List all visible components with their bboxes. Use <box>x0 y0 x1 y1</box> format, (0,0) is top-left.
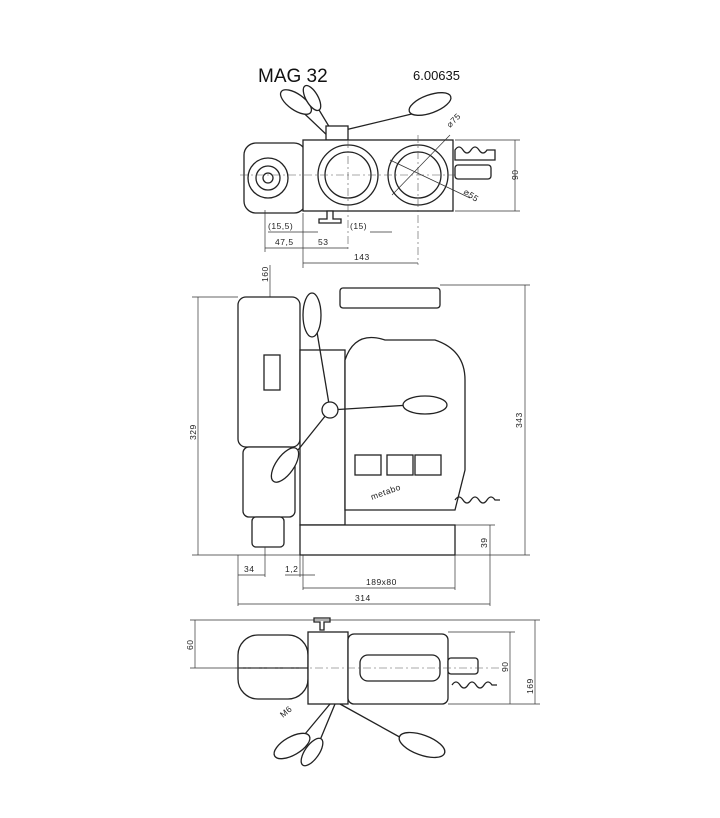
article-number: 6.00635 <box>413 68 460 83</box>
side-view: 160 metabo 329 343 39 <box>188 265 530 606</box>
slide-column <box>299 349 346 526</box>
dim-offset-15-5: (15,5) <box>268 221 293 231</box>
dim-189x80: 189x80 <box>366 577 397 587</box>
top-view: ⌀75 ⌀55 90 (15,5) (15) 47,5 53 143 <box>240 84 520 268</box>
dim-143: 143 <box>354 252 370 262</box>
dim-60: 60 <box>185 640 195 650</box>
motor-head <box>243 142 307 214</box>
feed-handle-side <box>270 292 448 483</box>
motor-top <box>237 634 309 700</box>
carry-handle <box>339 287 441 309</box>
dim-dia-55: ⌀55 <box>462 186 481 203</box>
gear-housing <box>344 336 466 511</box>
dim-dia-75: ⌀75 <box>444 111 462 129</box>
drill-chuck <box>251 516 285 548</box>
dim-160: 160 <box>260 266 270 282</box>
dim-314: 314 <box>355 593 371 603</box>
dim-m6: M6 <box>278 704 294 720</box>
dim-34: 34 <box>244 564 254 574</box>
dim-47-5: 47,5 <box>275 237 294 247</box>
body-top <box>347 633 449 705</box>
bottom-view: M6 60 90 169 <box>185 617 540 767</box>
dim-90-bottom: 90 <box>500 662 510 672</box>
motor-housing <box>237 296 301 448</box>
dim-343: 343 <box>514 412 524 428</box>
dim-329: 329 <box>188 424 198 440</box>
magnet-base <box>299 524 456 556</box>
feed-handles-bottom <box>273 703 446 767</box>
dim-169: 169 <box>525 678 535 694</box>
model-title: MAG 32 <box>258 66 328 87</box>
dim-top-height: 90 <box>510 170 520 180</box>
dim-offset-15: (15) <box>350 221 367 231</box>
dim-39: 39 <box>479 538 489 548</box>
feed-handles <box>279 84 452 141</box>
dim-53: 53 <box>318 237 328 247</box>
cable-spring <box>454 146 496 180</box>
dim-1-2: 1,2 <box>285 564 298 574</box>
